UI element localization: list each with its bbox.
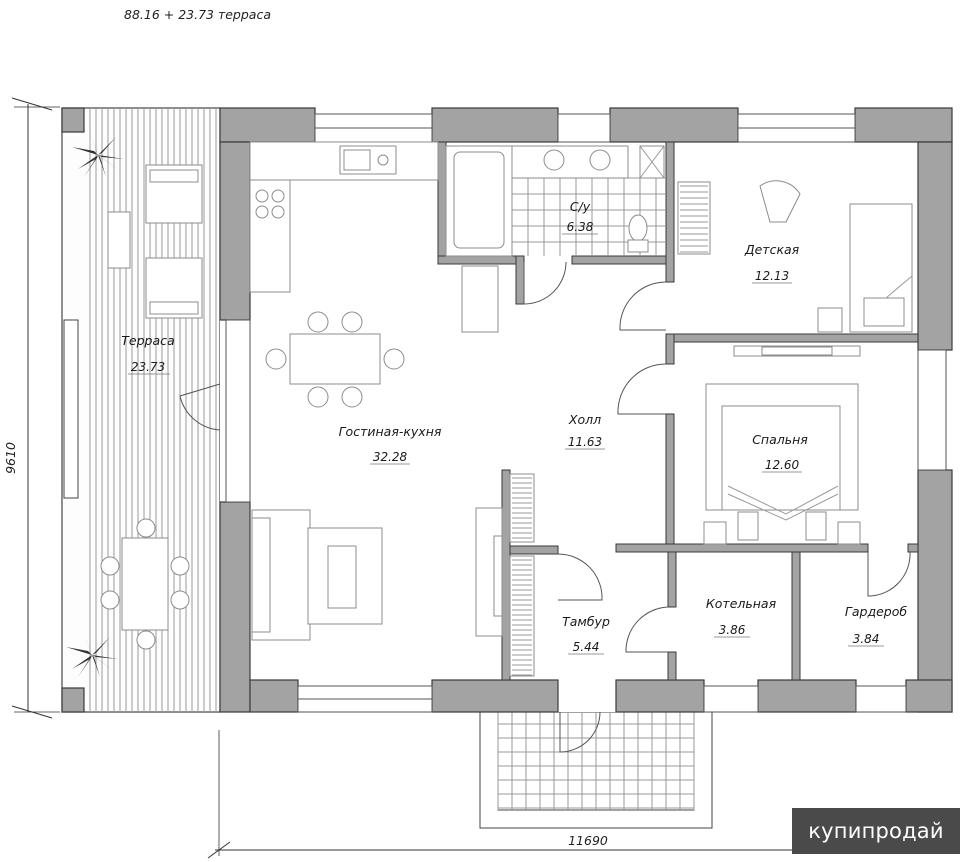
room-area-living: 32.28 [373, 450, 408, 464]
dining-table [265, 311, 405, 408]
room-area-vestibule: 5.44 [573, 640, 600, 654]
height-dimension-label: 9610 [3, 442, 18, 474]
vestibule-closets [509, 473, 535, 677]
room-name-hall: Холл [568, 412, 601, 427]
room-name-kids: Детская [744, 242, 800, 257]
bathroom-fixtures [445, 145, 666, 333]
width-dimension-label: 11690 [568, 833, 608, 848]
height-dimension: 9610 [3, 97, 60, 719]
watermark-logo: купипродай [792, 808, 960, 854]
room-name-living: Гостиная-кухня [339, 424, 442, 439]
room-name-bedroom: Спальня [752, 432, 808, 447]
doors [179, 261, 911, 653]
room-name-terrace: Терраса [121, 333, 174, 348]
room-name-wardrobe: Гардероб [845, 604, 907, 619]
exterior-walls [219, 107, 953, 713]
watermark-brand: купипродай [808, 819, 944, 843]
room-area-boiler: 3.86 [719, 623, 746, 637]
tv-unit [475, 507, 503, 637]
room-labels: Терраса 23.73 Гостиная-кухня 32.28 С/у 6… [121, 199, 907, 655]
kids-room-furniture [677, 180, 913, 333]
room-area-kids: 12.13 [755, 269, 789, 283]
room-area-hall: 11.63 [568, 435, 602, 449]
room-name-bathroom: С/у [570, 199, 591, 214]
room-area-terrace: 23.73 [131, 360, 165, 374]
total-area-caption: 88.16 + 23.73 терраса [124, 7, 271, 22]
entrance-porch [479, 711, 713, 829]
room-area-wardrobe: 3.84 [853, 632, 880, 646]
terrace-deck [61, 107, 221, 713]
kitchen-counter [249, 141, 439, 293]
plant-icon [72, 133, 124, 177]
terrace-dining-table [100, 518, 190, 650]
plant-icon [66, 633, 118, 677]
room-name-boiler: Котельная [706, 596, 777, 611]
room-area-bathroom: 6.38 [567, 220, 594, 234]
bedroom-furniture [703, 345, 861, 545]
sofa [251, 509, 383, 641]
room-name-vestibule: Тамбур [562, 614, 610, 629]
room-area-bedroom: 12.60 [765, 458, 800, 472]
